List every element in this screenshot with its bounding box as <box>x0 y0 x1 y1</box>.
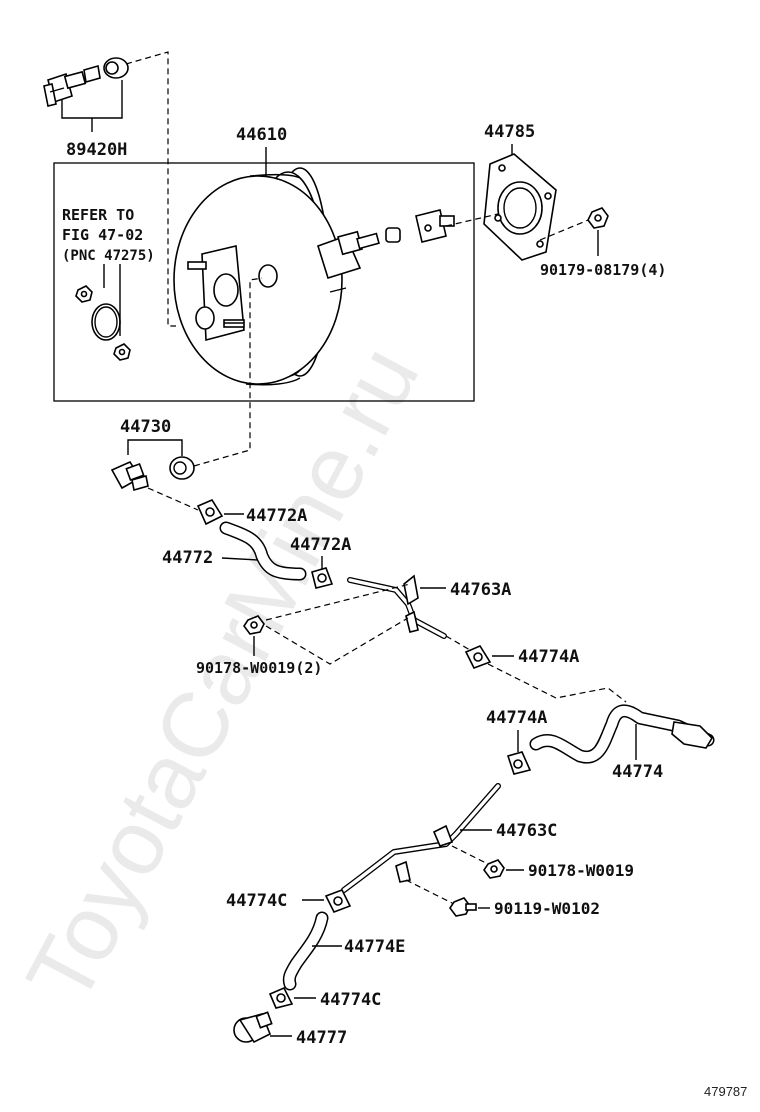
label-44774e: 44774E <box>344 937 405 957</box>
dash-44774-long <box>487 663 627 703</box>
nut-90178-2-icon <box>243 615 265 635</box>
label-44730: 44730 <box>120 417 171 437</box>
bracket-44763c-icon <box>432 824 454 847</box>
label-89420h: 89420H <box>66 140 127 160</box>
bracket-44763a-2-icon <box>405 610 419 633</box>
dash-clip-1 <box>147 487 199 511</box>
leader-44730 <box>127 439 183 456</box>
label-90178: 90178-W0019 <box>528 861 634 880</box>
check-valve-44730-icon <box>110 460 149 492</box>
small-nut-icon <box>75 285 93 303</box>
label-44610: 44610 <box>236 125 287 145</box>
clip-44774a-2-icon <box>506 751 532 775</box>
dash-90178 <box>451 845 489 865</box>
label-44774: 44774 <box>612 762 663 782</box>
note-refer-to: REFER TO <box>62 206 134 224</box>
leader-note <box>103 264 121 336</box>
label-44774c-2: 44774C <box>320 990 381 1010</box>
label-44763a: 44763A <box>450 580 511 600</box>
bracket-44763c-2-icon <box>395 860 411 883</box>
dash-90178-2 <box>265 583 411 665</box>
clip-44774c-1-icon <box>324 888 352 914</box>
label-44774c-1: 44774C <box>226 891 287 911</box>
note-pnc: (PNC 47275) <box>62 248 155 264</box>
note-fig: FIG 47-02 <box>62 226 143 244</box>
label-90179: 90179-08179(4) <box>540 261 666 279</box>
brake-booster-icon <box>173 167 380 386</box>
fitting-44777-icon <box>233 1011 273 1044</box>
label-44772a-1: 44772A <box>246 506 307 526</box>
dash-44774a <box>445 635 471 651</box>
label-44785: 44785 <box>484 122 535 142</box>
leader-89420h <box>61 80 123 132</box>
leader-44772 <box>221 557 259 561</box>
clevis-icon <box>385 209 455 243</box>
label-44772: 44772 <box>162 548 213 568</box>
gasket-44785-icon <box>483 153 557 261</box>
figure-number: 479787 <box>704 1084 747 1099</box>
bolt-90119-icon <box>449 897 477 917</box>
label-90178-2: 90178-W0019(2) <box>196 659 322 677</box>
o-ring-icon <box>91 303 121 341</box>
label-44772a-2: 44772A <box>290 535 351 555</box>
nut-90179-icon <box>587 207 609 229</box>
clip-44774a-1-icon <box>464 644 492 670</box>
label-44774a-2: 44774A <box>486 708 547 728</box>
clip-44774c-2-icon <box>268 986 294 1009</box>
dash-90119 <box>405 879 455 905</box>
sensor-89420h-icon <box>43 64 101 107</box>
nut-90178-icon <box>483 859 505 879</box>
label-44763c: 44763C <box>496 821 557 841</box>
label-44774a-1: 44774A <box>518 647 579 667</box>
grommet-44730-icon <box>169 456 195 480</box>
dash-44730 <box>193 277 263 467</box>
small-bolt-icon <box>113 343 131 361</box>
label-44777: 44777 <box>296 1028 347 1048</box>
assembly-box <box>53 162 475 402</box>
clip-44772a-2-icon <box>311 567 334 589</box>
clip-44772a-1-icon <box>196 498 224 526</box>
bracket-44763a-icon <box>403 574 419 606</box>
grommet-89420h-icon <box>103 57 129 79</box>
dash-89420h <box>125 51 176 327</box>
hose-44774-end-icon <box>671 721 714 749</box>
label-90119: 90119-W0102 <box>494 899 600 918</box>
